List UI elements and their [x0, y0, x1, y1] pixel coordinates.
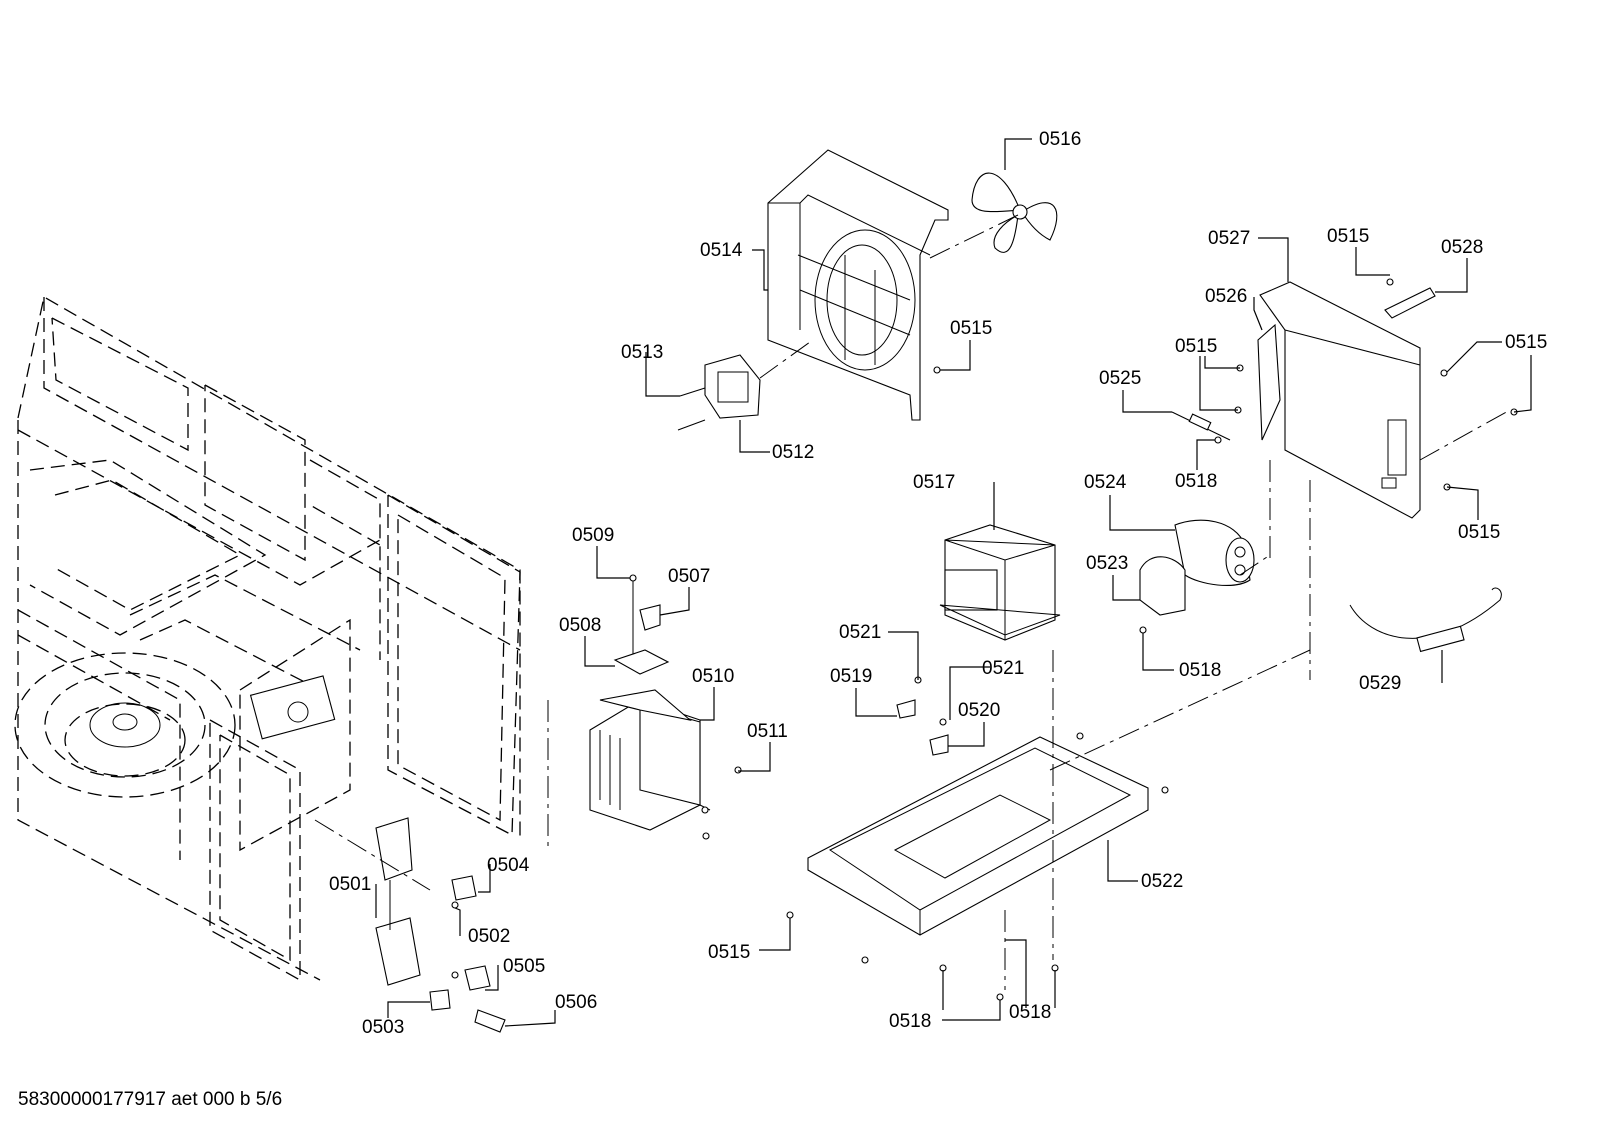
- fan-motor-bracket: [677, 341, 811, 431]
- label-0510: 0510: [692, 666, 734, 687]
- magnetron: [589, 689, 742, 840]
- label-0518-base-left: 0518: [889, 1011, 931, 1032]
- label-0527: 0527: [1208, 228, 1250, 249]
- label-0507: 0507: [668, 566, 710, 587]
- label-0517: 0517: [913, 472, 955, 493]
- oven-cavity-housing: [14, 295, 521, 982]
- label-0521-left: 0521: [839, 622, 881, 643]
- label-0519: 0519: [830, 666, 872, 687]
- label-0528: 0528: [1441, 237, 1483, 258]
- diode: [1171, 411, 1231, 441]
- base-plate: [807, 736, 1149, 936]
- label-0513: 0513: [621, 342, 663, 363]
- leader-lines: [375, 138, 1532, 1027]
- thermostats-0519-0520: [896, 676, 949, 756]
- label-0523: 0523: [1086, 553, 1128, 574]
- label-0526: 0526: [1205, 286, 1247, 307]
- label-0522: 0522: [1141, 871, 1183, 892]
- thermostat-assembly: [613, 574, 670, 675]
- sensor-cable: [1349, 587, 1502, 653]
- label-0515-right: 0515: [1505, 332, 1547, 353]
- label-0515-fan: 0515: [950, 318, 992, 339]
- label-0515-top: 0515: [1327, 226, 1369, 247]
- door-switch-assembly: [314, 700, 549, 1033]
- label-0515-lower: 0515: [1458, 522, 1500, 543]
- label-0515-base: 0515: [708, 942, 750, 963]
- capacitor: [1139, 519, 1255, 634]
- label-0518-base-right: 0518: [1009, 1002, 1051, 1023]
- label-0502: 0502: [468, 926, 510, 947]
- label-0514: 0514: [700, 240, 743, 261]
- label-0524: 0524: [1084, 472, 1127, 493]
- label-0504: 0504: [487, 855, 530, 876]
- label-0508: 0508: [559, 615, 601, 636]
- electronics-cover-plate: [1257, 281, 1436, 519]
- label-0518-cap: 0518: [1179, 660, 1221, 681]
- part-labels: 0516 0514 0513 0512 0515 0517 0527 0515 …: [329, 129, 1547, 1038]
- document-code: 58300000177917 aet 000 b 5/6: [18, 1089, 283, 1110]
- fan-blade: [971, 172, 1058, 253]
- label-0509: 0509: [572, 525, 614, 546]
- label-0516: 0516: [1039, 129, 1081, 150]
- label-0518-diode: 0518: [1175, 471, 1217, 492]
- label-0505: 0505: [503, 956, 545, 977]
- label-0501: 0501: [329, 874, 371, 895]
- label-0521-right: 0521: [982, 658, 1024, 679]
- label-0511: 0511: [747, 721, 788, 742]
- label-0506: 0506: [555, 992, 597, 1013]
- label-0512: 0512: [772, 442, 814, 463]
- label-0520: 0520: [958, 700, 1000, 721]
- label-0529: 0529: [1359, 673, 1401, 694]
- fan-duct: [767, 149, 949, 421]
- label-0515-mid: 0515: [1175, 336, 1217, 357]
- label-0525: 0525: [1099, 368, 1141, 389]
- label-0503: 0503: [362, 1017, 404, 1038]
- transformer: [939, 524, 1061, 641]
